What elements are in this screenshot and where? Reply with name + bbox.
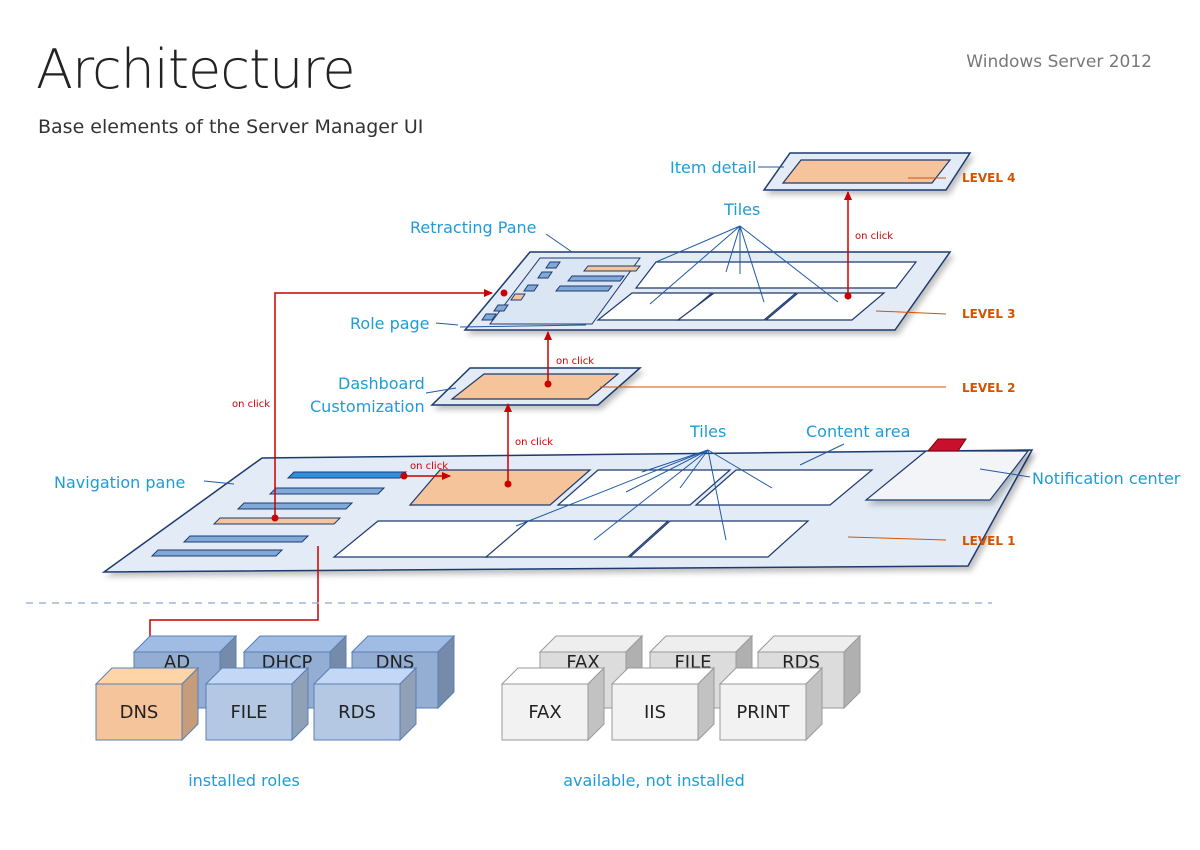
- role-box-label: DNS: [120, 702, 159, 723]
- installed-role-box[interactable]: FILE: [204, 666, 310, 742]
- retracting-pane-label: Retracting Pane: [410, 218, 537, 237]
- box-front-face: [611, 683, 699, 741]
- box-top-face: [242, 635, 348, 653]
- role-box-label: PRINT: [736, 702, 790, 723]
- notification-flag: [926, 438, 967, 452]
- level2-layer: [430, 367, 642, 406]
- dashboard-label-line1: Dashboard: [338, 374, 425, 393]
- level4-label: LEVEL 4: [962, 171, 1016, 185]
- role-page-nav-item[interactable]: [523, 284, 539, 292]
- role-page-nav-item[interactable]: [545, 261, 561, 269]
- nav-item[interactable]: [268, 487, 386, 495]
- available-role-box[interactable]: FAX: [500, 666, 606, 742]
- box-top-face: [756, 635, 862, 653]
- installed-roles-caption: installed roles: [188, 771, 300, 790]
- level3-layer: [463, 251, 952, 331]
- nav-item[interactable]: [236, 502, 354, 510]
- role-page-nav-item[interactable]: [554, 285, 614, 292]
- nav-item[interactable]: [212, 517, 342, 525]
- available-roles-caption: available, not installed: [563, 771, 745, 790]
- level-callout-lines: [600, 177, 947, 541]
- on-click-label: on click: [515, 437, 553, 448]
- role-page-nav-item[interactable]: [537, 271, 553, 279]
- box-top-face: [538, 635, 644, 653]
- level3-label: LEVEL 3: [962, 307, 1016, 321]
- role-box-label: RDS: [338, 702, 376, 723]
- role-box-label: FAX: [528, 702, 561, 723]
- notification-center-label: Notification center: [1032, 469, 1181, 488]
- on-click-label: on click: [232, 399, 270, 410]
- box-top-face: [610, 667, 716, 685]
- content-area-label: Content area: [806, 422, 910, 441]
- on-click-label: on click: [556, 356, 594, 367]
- on-click-label: on click: [855, 231, 893, 242]
- tile[interactable]: [484, 520, 670, 558]
- click-points: [271, 289, 852, 522]
- item-detail-panel[interactable]: [781, 159, 952, 184]
- box-top-face: [648, 635, 754, 653]
- box-front-face: [501, 683, 589, 741]
- nav-item[interactable]: [182, 535, 310, 543]
- tile[interactable]: [694, 469, 874, 506]
- tile[interactable]: [634, 261, 918, 289]
- level1-layer: [101, 438, 1034, 573]
- box-front-face: [313, 683, 401, 741]
- tile[interactable]: [628, 520, 810, 558]
- page-title: Architecture: [36, 38, 356, 101]
- available-role-box[interactable]: IIS: [610, 666, 716, 742]
- level2-label: LEVEL 2: [962, 381, 1016, 395]
- click-connectors: [146, 191, 852, 691]
- box-top-face: [94, 667, 200, 685]
- role-page-nav-item[interactable]: [481, 313, 497, 321]
- item-detail-label: Item detail: [670, 158, 756, 177]
- installed-role-box[interactable]: RDS: [312, 666, 418, 742]
- available-role-box[interactable]: PRINT: [718, 666, 824, 742]
- role-page-nav-item[interactable]: [493, 304, 509, 312]
- level4-layer: [762, 152, 972, 191]
- dashboard-customization-panel[interactable]: [450, 373, 620, 400]
- level1-label: LEVEL 1: [962, 534, 1016, 548]
- tile[interactable]: [764, 292, 886, 321]
- brand-label: Windows Server 2012: [966, 52, 1152, 72]
- box-front-face: [205, 683, 293, 741]
- box-top-face: [718, 667, 824, 685]
- dashboard-label-line2: Customization: [310, 397, 425, 416]
- role-box-label: FILE: [230, 702, 267, 723]
- role-box-label: IIS: [644, 702, 666, 723]
- installed-role-box[interactable]: DNS: [94, 666, 200, 742]
- box-top-face: [132, 635, 238, 653]
- box-top-face: [312, 667, 418, 685]
- box-front-face: [95, 683, 183, 741]
- tiles-label-mid: Tiles: [689, 422, 726, 441]
- tile-highlighted[interactable]: [408, 469, 592, 506]
- box-top-face: [350, 635, 456, 653]
- role-page-nav-item[interactable]: [582, 265, 642, 272]
- navigation-pane-label: Navigation pane: [54, 473, 185, 492]
- role-page-label: Role page: [350, 314, 430, 333]
- notification-center-panel[interactable]: [864, 450, 1030, 501]
- box-top-face: [204, 667, 310, 685]
- callout-lines: [203, 166, 1031, 541]
- page-subtitle: Base elements of the Server Manager UI: [38, 116, 424, 138]
- box-front-face: [719, 683, 807, 741]
- tile[interactable]: [676, 292, 798, 321]
- role-page-nav-item[interactable]: [566, 275, 626, 282]
- on-click-label: on click: [410, 461, 448, 472]
- box-top-face: [500, 667, 606, 685]
- tiles-label-top: Tiles: [723, 200, 760, 219]
- nav-item[interactable]: [286, 471, 408, 479]
- nav-item[interactable]: [150, 549, 284, 557]
- role-page-nav-item[interactable]: [510, 293, 526, 301]
